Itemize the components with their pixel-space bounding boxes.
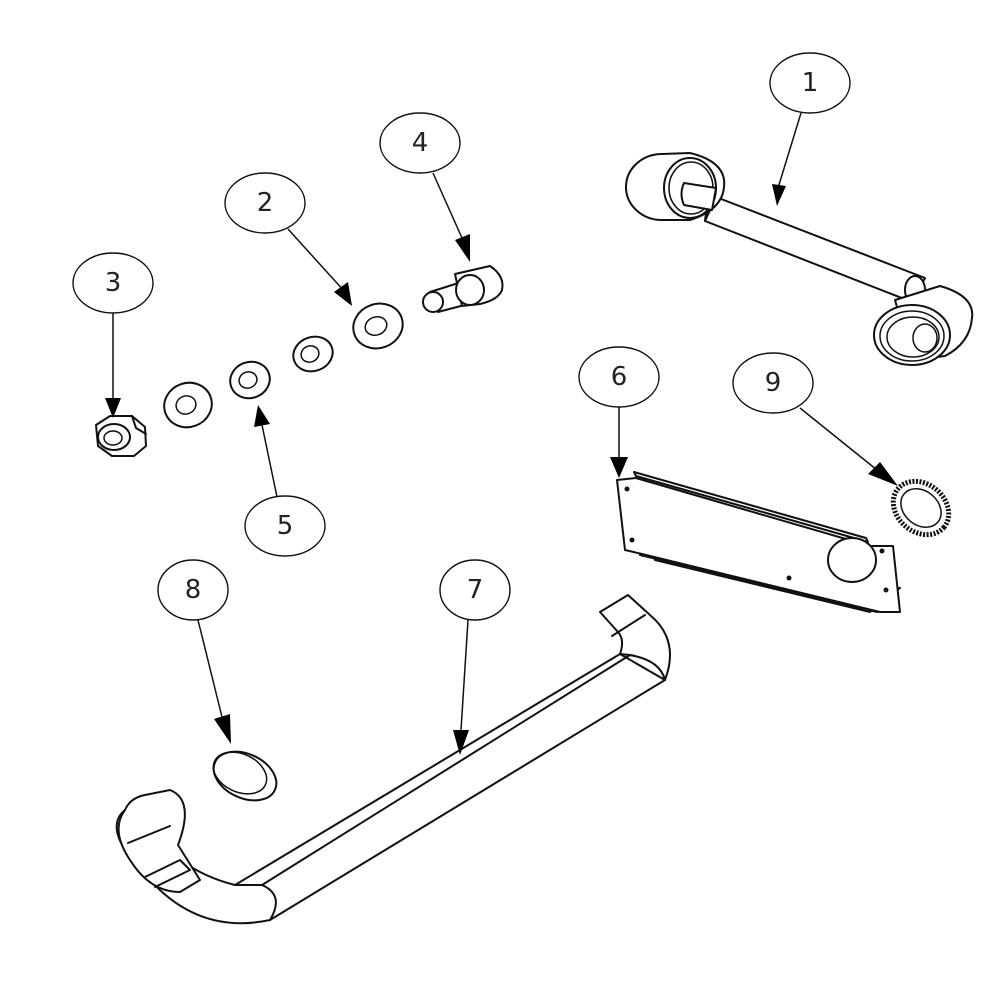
part-6-mounting-plate: [616, 471, 901, 613]
part-washer-c: [292, 335, 334, 373]
callout-number: 1: [802, 68, 819, 98]
callout-number: 6: [611, 362, 628, 392]
part-7-u-tube-handle: [115, 594, 671, 925]
callout-number: 4: [412, 128, 429, 158]
callout-1: 1: [769, 52, 851, 114]
part-5-small-washer: [229, 360, 271, 400]
callout-number: 5: [277, 511, 294, 541]
callout-number: 8: [185, 575, 202, 605]
callout-number: 3: [105, 268, 122, 298]
callout-4: 4: [379, 112, 461, 174]
leader-lines: [105, 112, 898, 755]
callout-2: 2: [224, 172, 306, 234]
part-3-hex-nut: [95, 415, 147, 457]
callout-7: 7: [439, 559, 511, 621]
callout-number: 7: [467, 575, 484, 605]
part-9-needle-bearing: [890, 478, 952, 538]
callout-number: 9: [765, 368, 782, 398]
callout-8: 8: [157, 559, 229, 621]
part-4-shoulder-bolt: [422, 265, 504, 313]
callout-6: 6: [578, 346, 660, 408]
part-8-sleeve-ring: [212, 750, 278, 802]
callout-number: 2: [257, 188, 274, 218]
callout-3: 3: [72, 252, 154, 314]
part-washer-a: [163, 381, 213, 429]
callout-5: 5: [244, 495, 326, 557]
part-2-large-washer: [352, 302, 404, 350]
part-1-link-arm: [625, 152, 974, 366]
callout-9: 9: [732, 352, 814, 414]
